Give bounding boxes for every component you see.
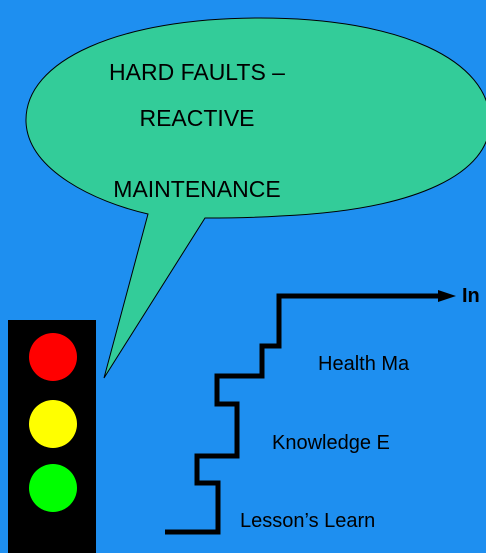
- bubble-line-3: MAINTENANCE: [113, 176, 281, 202]
- step-label-health: Health Ma: [318, 353, 410, 375]
- bubble-line-1: HARD FAULTS –: [109, 59, 285, 85]
- speech-bubble-shape: [25, 17, 486, 379]
- step-label-knowledge: Knowledge E: [272, 432, 390, 454]
- traffic-light-green: [29, 464, 77, 512]
- bubble-line-2: REACTIVE: [139, 105, 255, 131]
- traffic-light-yellow: [29, 400, 77, 448]
- staircase-top-label: In: [462, 285, 480, 307]
- traffic-light-red: [29, 333, 77, 381]
- staircase-line: [165, 293, 440, 535]
- staircase-arrowhead: [438, 290, 456, 302]
- step-label-lessons: Lesson’s Learn: [240, 510, 376, 532]
